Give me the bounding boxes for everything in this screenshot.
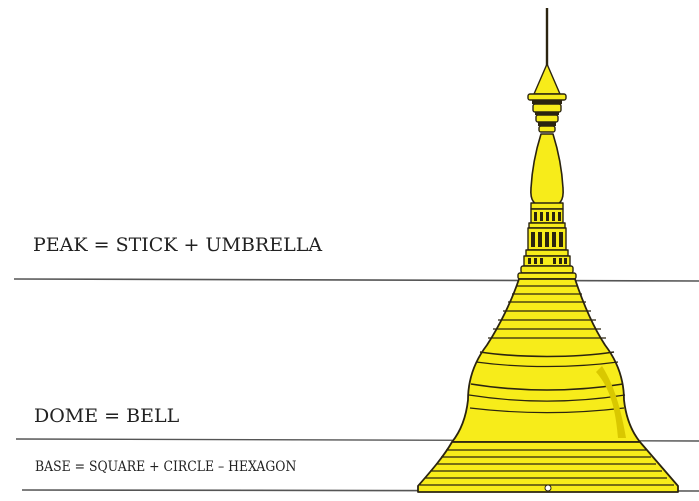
- stupa-spire: [518, 8, 576, 279]
- dome-label: DOME = BELL: [34, 405, 179, 427]
- peak-divider-line: [14, 279, 699, 281]
- peak-label: PEAK = STICK + UMBRELLA: [33, 234, 322, 256]
- stupa-base-terraces: [418, 442, 678, 492]
- base-label: BASE = SQUARE + CIRCLE – HEXAGON: [35, 459, 296, 475]
- stupa-bell-dome: [452, 279, 640, 442]
